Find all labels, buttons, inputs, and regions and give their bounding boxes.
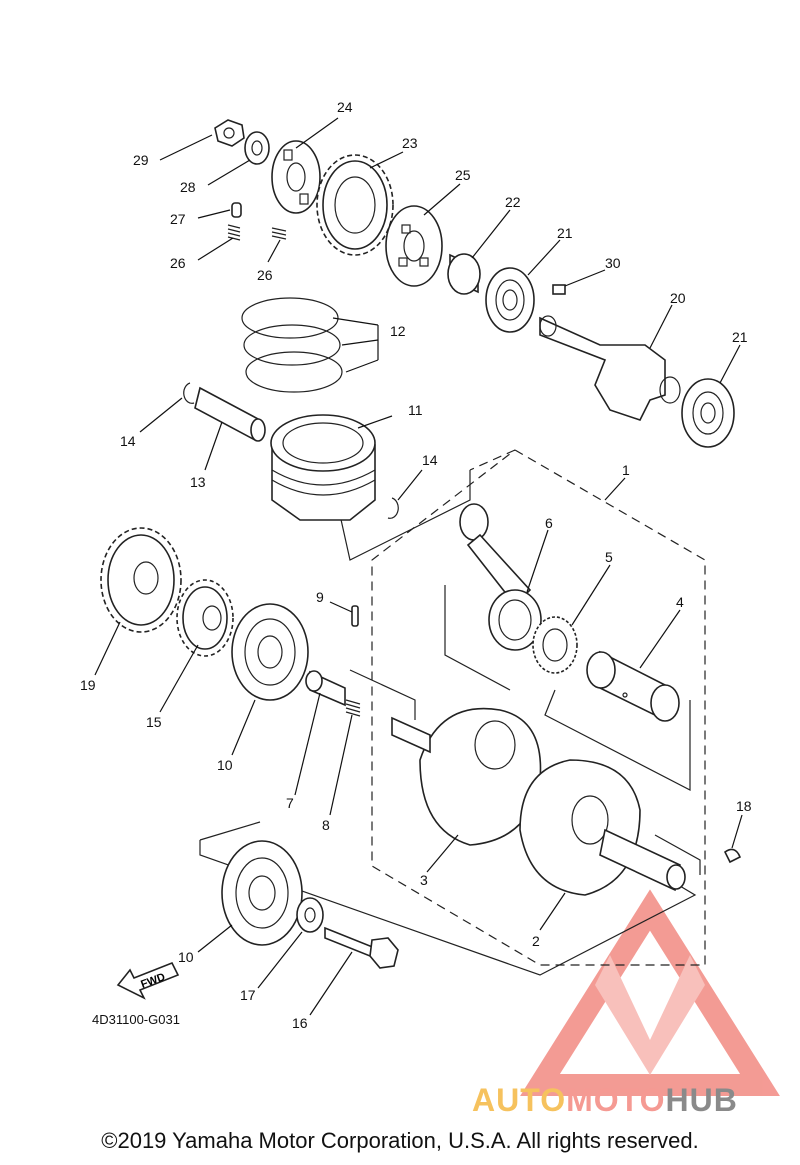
callout-10-upper: 10 [217,757,233,773]
plate-part-25 [385,205,443,287]
spring-part-8 [345,699,361,717]
callout-14-left: 14 [120,433,136,449]
callout-8: 8 [322,817,330,833]
diagram-code: 4D31100-G031 [92,1012,180,1027]
woodruff-key-part-18 [723,848,742,864]
callout-24: 24 [337,99,353,115]
callout-labels: 29 28 27 26 26 24 23 25 22 21 30 20 21 1… [80,99,752,1031]
timing-gear-part-15 [176,579,234,657]
callout-25: 25 [455,167,471,183]
callout-13: 13 [190,474,206,490]
callout-30: 30 [605,255,621,271]
callout-19: 19 [80,677,96,693]
spring-part-26-right [271,227,287,240]
crank-web-part-3 [391,707,542,846]
bolt-part-16 [324,926,399,969]
watermark-brand: AUTOMOTOHUB [472,1082,738,1119]
callout-4: 4 [676,594,684,610]
callout-27: 27 [170,211,186,227]
callout-16: 16 [292,1015,308,1031]
callout-28: 28 [180,179,196,195]
crank-pin-part-7 [305,670,346,707]
bearing-part-10-lower [221,840,303,946]
piston-ring-set-part-12 [241,297,343,393]
callout-10-lower: 10 [178,949,194,965]
piston-part-11 [270,414,376,521]
callout-11: 11 [408,402,423,418]
needle-bearing-part-5 [532,616,578,674]
connecting-rod-part-6 [459,503,542,651]
callout-12: 12 [390,323,406,339]
forward-direction-arrow-icon: FWD [116,961,180,1000]
callout-6: 6 [545,515,553,531]
callout-2: 2 [532,933,540,949]
watermark-logo-icon [520,889,780,1096]
crank-web-part-2 [519,759,686,896]
lock-washer-part-28 [244,131,270,165]
balancer-shaft-part-20 [539,315,681,421]
callout-18: 18 [736,798,752,814]
callout-1: 1 [622,462,630,478]
drive-gear-part-19 [100,527,182,633]
pin-part-27 [231,202,242,218]
nut-part-29 [214,119,245,147]
key-part-30 [552,284,566,295]
callout-22: 22 [505,194,521,210]
bearing-part-21-upper [485,267,535,333]
dowel-pin-part-9 [351,605,359,627]
callout-14-right: 14 [422,452,438,468]
callout-26-right: 26 [257,267,273,283]
callout-21-upper: 21 [557,225,573,241]
bearing-part-21-lower [681,378,735,448]
brand-part-auto: AUTO [472,1082,567,1118]
callout-3: 3 [420,872,428,888]
brand-part-hub: HUB [665,1082,738,1118]
callout-29: 29 [133,152,149,168]
callout-26-left: 26 [170,255,186,271]
brand-part-moto: MOTO [566,1082,666,1118]
collar-part-22 [447,253,481,295]
callout-9: 9 [316,589,324,605]
callout-20: 20 [670,290,686,306]
callout-7: 7 [286,795,294,811]
callout-21-lower: 21 [732,329,748,345]
damper-plate-part-24 [271,140,321,214]
washer-part-17 [296,897,324,933]
crankshaft-assembly-outline [371,449,706,966]
callout-15: 15 [146,714,162,730]
callout-leader-lines [94,117,743,1016]
callout-17: 17 [240,987,256,1003]
piston-pin-clip-part-14-left [183,382,195,404]
crank-pin-part-4 [586,650,680,722]
piston-pin-part-13 [194,386,266,442]
balancer-gear-part-23 [316,154,394,256]
spring-part-26-left [227,224,241,241]
bearing-part-10-upper [231,603,309,701]
copyright-notice: ©2019 Yamaha Motor Corporation, U.S.A. A… [101,1128,699,1153]
callout-5: 5 [605,549,613,565]
piston-pin-clip-part-14-right [387,497,399,519]
callout-23: 23 [402,135,418,151]
